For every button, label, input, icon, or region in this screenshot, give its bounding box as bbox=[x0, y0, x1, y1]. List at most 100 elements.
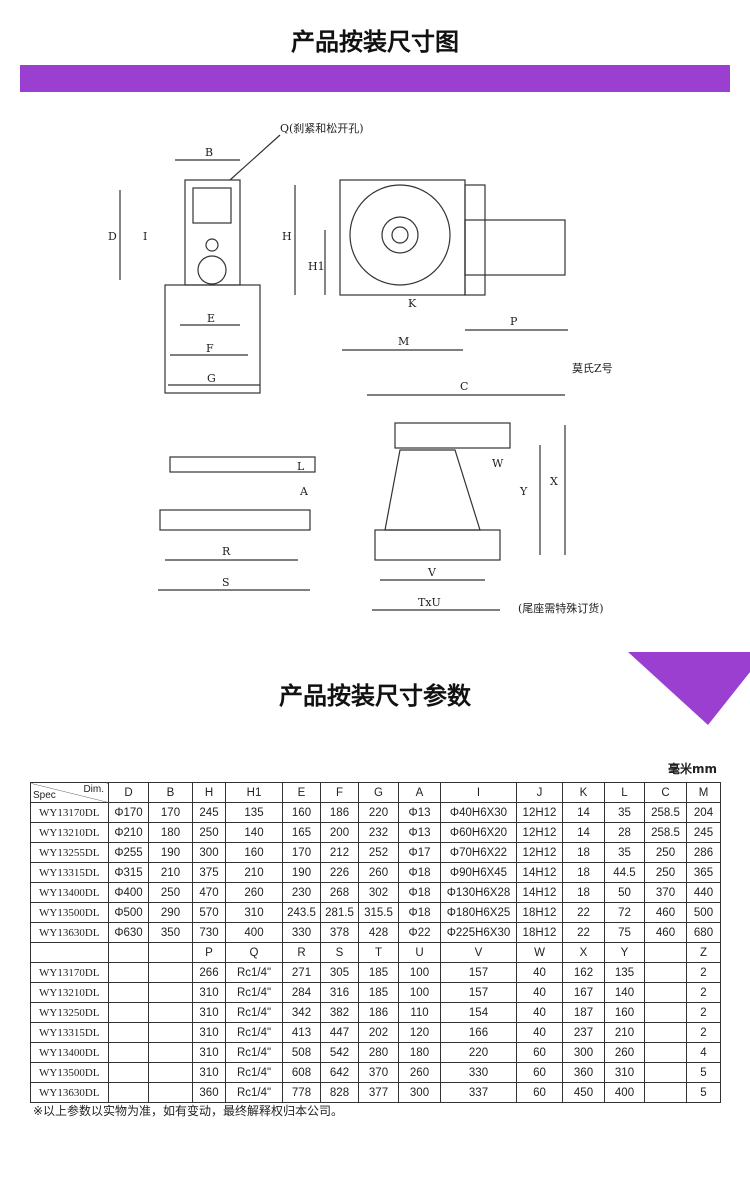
value-cell: 185 bbox=[358, 962, 399, 983]
value-cell: 5 bbox=[686, 1062, 721, 1083]
value-cell: 14H12 bbox=[516, 862, 563, 883]
value-cell: 170 bbox=[282, 842, 321, 863]
value-cell: 330 bbox=[440, 1062, 517, 1083]
value-cell: 35 bbox=[604, 842, 645, 863]
value-cell: 300 bbox=[398, 1082, 441, 1103]
value-cell: 157 bbox=[440, 962, 517, 983]
value-cell: 310 bbox=[604, 1062, 645, 1083]
purple-banner bbox=[20, 65, 730, 92]
value-cell: 100 bbox=[398, 962, 441, 983]
value-cell bbox=[644, 982, 687, 1003]
spec-cell: WY13210DL bbox=[30, 982, 109, 1003]
value-cell: 18 bbox=[562, 882, 605, 903]
column-header: Q bbox=[225, 942, 283, 963]
params-title: 产品按装尺寸参数 bbox=[279, 682, 471, 710]
value-cell: 2 bbox=[686, 962, 721, 983]
value-cell: Φ180H6X25 bbox=[440, 902, 517, 923]
spec-cell: WY13630DL bbox=[30, 1082, 109, 1103]
value-cell: 250 bbox=[192, 822, 226, 843]
tailstock-note: (尾座需特殊订货) bbox=[518, 601, 604, 615]
label-W: W bbox=[492, 457, 504, 470]
label-P: P bbox=[510, 315, 518, 328]
value-cell: 200 bbox=[320, 822, 359, 843]
value-cell: 14 bbox=[562, 822, 605, 843]
value-cell bbox=[644, 1022, 687, 1043]
spec-cell: WY13315DL bbox=[30, 1022, 109, 1043]
value-cell: 252 bbox=[358, 842, 399, 863]
spec-cell: WY13170DL bbox=[30, 962, 109, 983]
value-cell: 447 bbox=[320, 1022, 359, 1043]
spec-cell: WY13500DL bbox=[30, 902, 109, 923]
column-header bbox=[108, 942, 149, 963]
value-cell: 268 bbox=[320, 882, 359, 903]
value-cell bbox=[108, 1002, 149, 1023]
value-cell: 680 bbox=[686, 922, 721, 943]
value-cell: 286 bbox=[686, 842, 721, 863]
column-header: Z bbox=[686, 942, 721, 963]
value-cell bbox=[108, 1082, 149, 1103]
column-header: L bbox=[604, 782, 645, 803]
value-cell bbox=[148, 1042, 193, 1063]
label-B: B bbox=[205, 146, 213, 159]
value-cell: Φ18 bbox=[398, 902, 441, 923]
value-cell: Φ13 bbox=[398, 802, 441, 823]
value-cell: 260 bbox=[225, 882, 283, 903]
label-X: X bbox=[550, 475, 558, 488]
value-cell: 500 bbox=[686, 902, 721, 923]
value-cell: 40 bbox=[516, 1002, 563, 1023]
value-cell: 4 bbox=[686, 1042, 721, 1063]
column-header bbox=[148, 942, 193, 963]
label-M: M bbox=[398, 335, 409, 348]
value-cell: 18H12 bbox=[516, 922, 563, 943]
value-cell: 310 bbox=[192, 1002, 226, 1023]
value-cell: 377 bbox=[358, 1082, 399, 1103]
value-cell: 140 bbox=[225, 822, 283, 843]
column-header: F bbox=[320, 782, 359, 803]
value-cell: 5 bbox=[686, 1082, 721, 1103]
column-header bbox=[30, 942, 109, 963]
value-cell: 428 bbox=[358, 922, 399, 943]
label-Q: Q(刹紧和松开孔) bbox=[280, 121, 364, 135]
column-header: U bbox=[398, 942, 441, 963]
value-cell: Rc1/4" bbox=[225, 1002, 283, 1023]
spec-header: Spec bbox=[33, 790, 56, 801]
value-cell: 166 bbox=[440, 1022, 517, 1043]
value-cell: 210 bbox=[148, 862, 193, 883]
column-header: V bbox=[440, 942, 517, 963]
value-cell: 730 bbox=[192, 922, 226, 943]
column-header: R bbox=[282, 942, 321, 963]
value-cell: 258.5 bbox=[644, 802, 687, 823]
value-cell: 260 bbox=[398, 1062, 441, 1083]
label-C: C bbox=[460, 380, 468, 393]
label-I: I bbox=[143, 230, 147, 243]
value-cell: 460 bbox=[644, 902, 687, 923]
column-header: C bbox=[644, 782, 687, 803]
column-header: A bbox=[398, 782, 441, 803]
dimension-drawing: B D I Q(刹紧和松开孔) H H1 K E F G M P C 莫氏Z号 … bbox=[108, 121, 613, 615]
value-cell: Φ13 bbox=[398, 822, 441, 843]
value-cell: 12H12 bbox=[516, 822, 563, 843]
column-header: X bbox=[562, 942, 605, 963]
column-header: W bbox=[516, 942, 563, 963]
value-cell: 14 bbox=[562, 802, 605, 823]
value-cell: 160 bbox=[225, 842, 283, 863]
value-cell: 271 bbox=[282, 962, 321, 983]
value-cell: Φ255 bbox=[108, 842, 149, 863]
value-cell: 12H12 bbox=[516, 802, 563, 823]
value-cell: 360 bbox=[562, 1062, 605, 1083]
column-header: M bbox=[686, 782, 721, 803]
value-cell: 40 bbox=[516, 1022, 563, 1043]
value-cell bbox=[108, 1022, 149, 1043]
value-cell: 608 bbox=[282, 1062, 321, 1083]
value-cell: Rc1/4" bbox=[225, 1042, 283, 1063]
value-cell: Φ630 bbox=[108, 922, 149, 943]
value-cell: Φ400 bbox=[108, 882, 149, 903]
column-header bbox=[644, 942, 687, 963]
value-cell: 180 bbox=[398, 1042, 441, 1063]
